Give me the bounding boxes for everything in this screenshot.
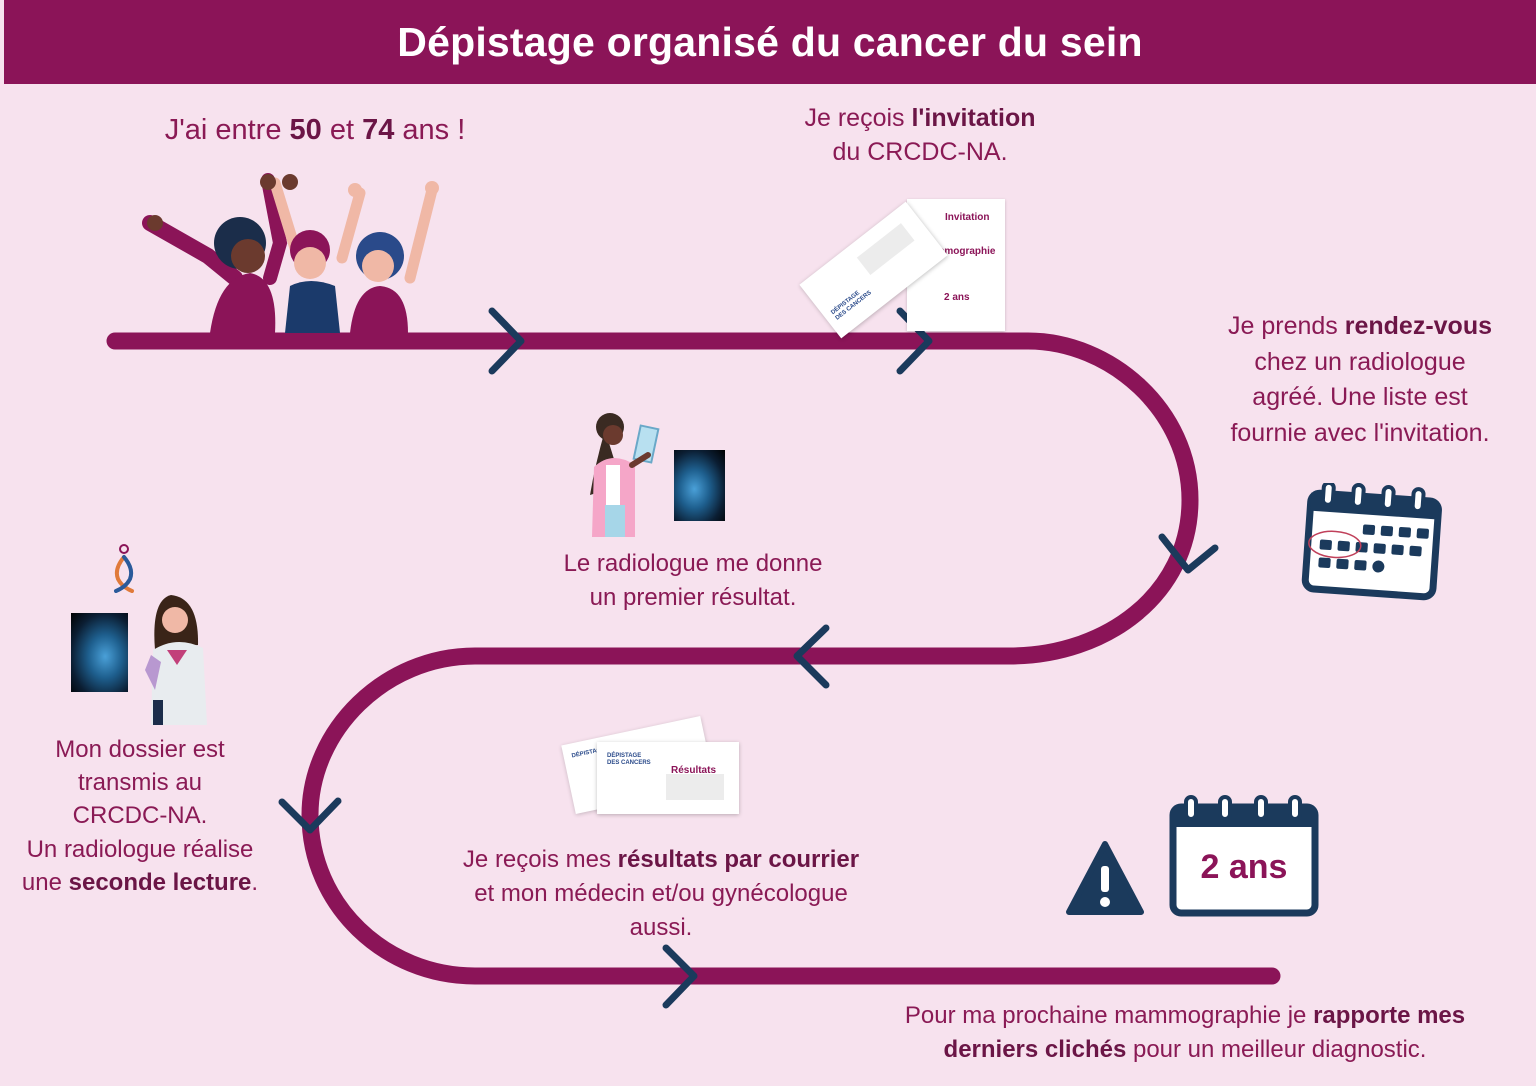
results-logo: DÉPISTAGE DES CANCERS (607, 753, 651, 767)
first-result-line1: Le radiologue me donne (563, 550, 823, 577)
results-line2: et mon médecin et/ou gynécologue (474, 880, 848, 907)
doctor-illustration (145, 595, 207, 725)
rdv-line3: agréé. Une liste est (1252, 383, 1468, 411)
second-reading-line4: Un radiologue réalise (26, 835, 254, 863)
invitation-card-period: 2 ans (944, 292, 970, 303)
chevron-right-icon (662, 944, 698, 1009)
invitation-pre-text: Je reçois (804, 104, 912, 132)
step-age-text: J'ai entre 50 et 74 ans ! (130, 112, 500, 148)
next-bold1-text: rapporte mes (1313, 1002, 1466, 1029)
step-next-text: Pour ma prochaine mammographie je rappor… (880, 999, 1490, 1067)
path-line (106, 332, 1281, 985)
second-reading-line1: Mon dossier est (55, 736, 225, 763)
age-pre-text: J'ai entre (164, 114, 290, 146)
rdv-line4: fournie avec l'invitation. (1230, 418, 1490, 447)
ribbon-logo (114, 544, 134, 593)
age-min-value: 50 (289, 114, 322, 146)
warning-icon (1066, 841, 1144, 915)
step-second-reading-text: Mon dossier est transmis au CRCDC-NA. Un… (20, 733, 260, 899)
age-post-text: ans ! (394, 114, 466, 146)
results-label: Résultats (671, 765, 717, 776)
invitation-card-subtitle: mammographie (921, 246, 996, 257)
chevron-down-icon (1158, 533, 1219, 574)
results-pre-text: Je reçois mes (462, 846, 618, 873)
chevron-right-icon (488, 307, 525, 375)
step-rdv-text: Je prends rendez-vous chez un radiologue… (1200, 309, 1520, 451)
invitation-bold-text: l'invitation (911, 104, 1036, 132)
next-bold2-text: derniers clichés (943, 1036, 1127, 1063)
calendar-icon (1301, 483, 1442, 601)
invitation-line2: du CRCDC-NA. (832, 138, 1008, 166)
second-reading-pre5: une (21, 868, 69, 896)
calendar-badge-label: 2 ans (1200, 848, 1288, 886)
results-bold-text: résultats par courrier (617, 846, 860, 873)
women-cheering-illustration (142, 173, 439, 333)
results-letter: DÉPISTAGE DES CANCERS Résultats (597, 742, 739, 814)
age-mid-text: et (321, 114, 363, 146)
mammogram-image (674, 450, 725, 521)
results-line3: aussi. (629, 914, 693, 941)
first-result-line2: un premier résultat. (589, 584, 797, 611)
rdv-bold-text: rendez-vous (1344, 312, 1492, 340)
header-banner: Dépistage organisé du cancer du sein (4, 0, 1536, 84)
chevron-down-icon (278, 797, 342, 834)
rdv-line2: chez un radiologue (1254, 347, 1466, 376)
second-reading-line3: CRCDC-NA. (72, 802, 208, 830)
mammogram-image (71, 613, 128, 692)
results-logo-line1: DÉPISTAGE (607, 753, 642, 759)
step-first-result-text: Le radiologue me donne un premier résult… (545, 547, 841, 615)
step-invitation-text: Je reçois l'invitation du CRCDC-NA. (770, 101, 1070, 169)
rdv-pre-text: Je prends (1227, 312, 1345, 340)
age-max-value: 74 (362, 114, 395, 146)
next-pre-text: Pour ma prochaine mammographie je (904, 1002, 1314, 1029)
chevron-left-icon (793, 624, 830, 689)
invitation-card-title: Invitation (945, 212, 990, 223)
envelope-logo: DÉPISTAGE DES CANCERS (830, 284, 873, 322)
second-reading-line2: transmis au (77, 769, 203, 797)
calendar-icon (1169, 795, 1319, 917)
step-results-text: Je reçois mes résultats par courrier et … (455, 843, 867, 945)
results-window (666, 774, 724, 800)
radiologist-illustration (590, 413, 660, 537)
next-post-text: pour un meilleur diagnostic. (1126, 1036, 1427, 1063)
second-reading-post5: . (251, 868, 259, 896)
results-logo-line2: DES CANCERS (607, 760, 651, 766)
page-title: Dépistage organisé du cancer du sein (397, 18, 1143, 65)
second-reading-bold5: seconde lecture (68, 868, 252, 896)
